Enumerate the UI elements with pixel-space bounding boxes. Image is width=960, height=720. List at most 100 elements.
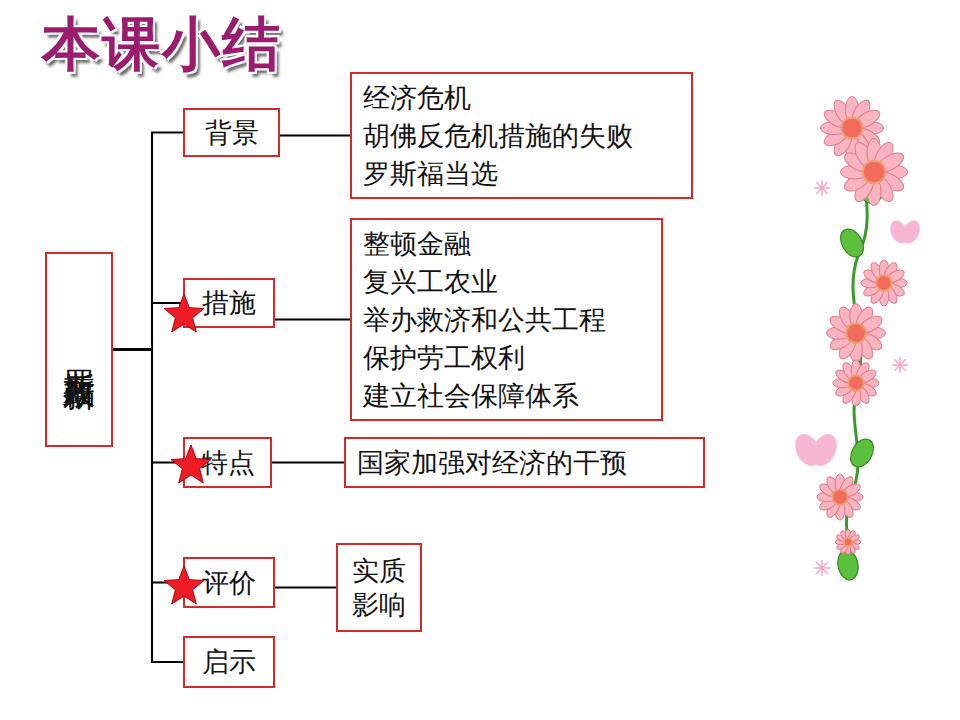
flower-petal (845, 133, 858, 160)
flower-petal (827, 313, 855, 336)
flower-petal (875, 149, 907, 176)
connector-line (280, 135, 350, 137)
connector-line (272, 462, 344, 464)
flower-petal (821, 121, 848, 134)
flower-petal (847, 542, 857, 554)
flower-center (844, 538, 852, 546)
flower-petal (867, 138, 881, 167)
flower-petal (849, 97, 874, 127)
connector-line (113, 350, 183, 583)
box-text: 保护劳工权利 (363, 339, 525, 377)
butterfly-wing (790, 430, 825, 470)
flower-center (846, 323, 866, 343)
flower-petal (851, 139, 878, 171)
vine-leaf (836, 548, 861, 581)
flower-petal (827, 330, 855, 353)
sparkle (894, 359, 905, 370)
butterfly-wing (899, 218, 924, 247)
flower-vine (846, 100, 868, 570)
flower-petal (856, 313, 884, 336)
flower-petal (831, 97, 856, 127)
flower-petal (837, 497, 855, 519)
flower-petal (879, 165, 908, 179)
flower-petal (851, 360, 861, 380)
flower-petal (853, 361, 871, 383)
flower-petal (862, 280, 884, 298)
flower-petal (853, 304, 876, 332)
flower-petal (831, 129, 856, 159)
flower-petal (840, 481, 862, 499)
connector-line (113, 133, 183, 350)
flower-petal (879, 286, 889, 306)
flower-petal (843, 492, 863, 502)
box-text: 背景 (205, 115, 259, 151)
box-text: 特点 (201, 445, 255, 481)
flower-petal (851, 173, 878, 205)
connector-line (275, 319, 350, 321)
sparkle (892, 364, 908, 366)
flower-petal (884, 280, 906, 298)
flower-petal (836, 333, 859, 361)
flower-petal (887, 278, 907, 288)
concept-box: 评价 (183, 557, 275, 608)
flower-center (876, 275, 891, 290)
flower-petal (868, 283, 886, 305)
flower-petal (834, 367, 856, 385)
flower-petal (835, 500, 845, 520)
box-text: 评价 (202, 565, 256, 601)
box-text: 罗斯福新政 (59, 345, 99, 355)
vine-leaf (846, 435, 878, 471)
flower-petal (862, 267, 884, 285)
concept-box: 整顿金融复兴工农业举办救济和公共工程保护劳工权利建立社会保障体系 (350, 218, 663, 421)
flower-center (848, 375, 863, 390)
flower-petal (853, 125, 883, 150)
butterfly-wing (887, 218, 912, 247)
flower-petal (824, 475, 842, 497)
flower-petal (839, 530, 849, 542)
sparkle (816, 182, 827, 193)
flower-petal (853, 333, 876, 361)
flower-petal (839, 542, 849, 554)
flower-petal (857, 121, 884, 134)
flower-petal (840, 165, 869, 179)
flower-petal (836, 541, 848, 551)
concept-box: 启示 (183, 636, 275, 688)
flower-petal (868, 261, 886, 283)
flower-petal (850, 539, 861, 544)
flower-petal (841, 168, 873, 195)
flower-petal (853, 383, 871, 405)
connector-line (113, 350, 183, 663)
box-text: 建立社会保障体系 (363, 377, 579, 415)
flower-petal (848, 541, 860, 551)
flower-petal (840, 494, 862, 512)
flower-center (842, 118, 863, 139)
slide-title: 本课小结 (42, 8, 282, 80)
flower-center (832, 489, 847, 504)
flower-petal (845, 544, 850, 555)
concept-box: 特点 (183, 437, 272, 488)
flower-center (863, 161, 885, 183)
flower-petal (821, 125, 851, 150)
concept-box: 经济危机胡佛反危机措施的失败罗斯福当选 (350, 72, 693, 199)
box-text: 影响 (352, 588, 406, 622)
sparkle (814, 187, 830, 189)
flower-petal (881, 283, 899, 305)
flower-petal (879, 260, 889, 280)
flower-petal (835, 474, 845, 494)
flower-petal (850, 304, 862, 329)
flower-petal (856, 330, 884, 353)
concept-box: 实质影响 (336, 543, 422, 632)
box-text: 罗斯福当选 (363, 155, 498, 193)
flower-petal (834, 380, 856, 398)
flower-petal (840, 361, 858, 383)
box-text: 措施 (202, 285, 256, 321)
sparkle (894, 359, 905, 370)
flower-petal (849, 129, 874, 159)
box-text: 整顿金融 (363, 225, 471, 263)
sparkle (899, 357, 901, 373)
concept-box: 措施 (183, 278, 275, 328)
flower-petal (840, 383, 858, 405)
flower-petal (848, 533, 860, 543)
flower-petal (856, 380, 878, 398)
